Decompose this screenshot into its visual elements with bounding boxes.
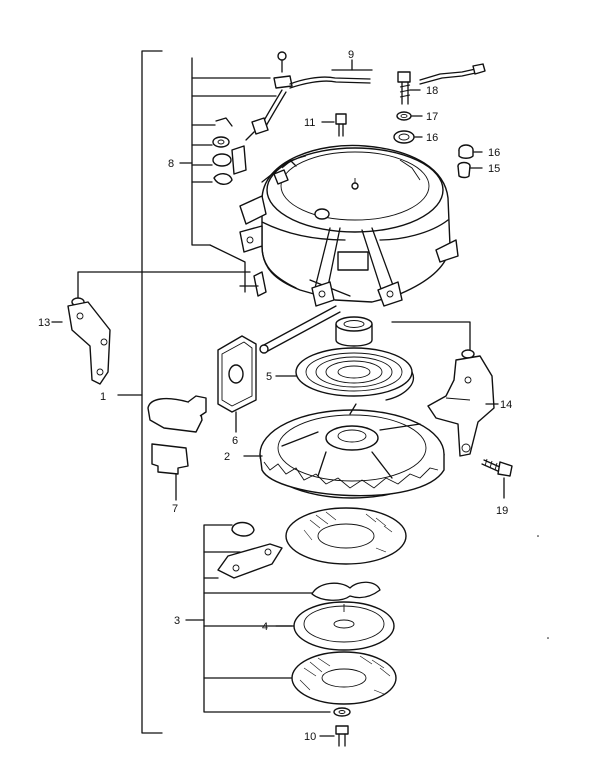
callout-7: 7	[172, 503, 178, 515]
callout-1: 1	[100, 391, 106, 403]
scan-speck	[537, 535, 539, 537]
callout-10: 10	[304, 731, 316, 743]
callout-16-left: 16	[426, 132, 438, 144]
callout-3: 3	[174, 615, 180, 627]
callout-2: 2	[224, 451, 230, 463]
starter-handle-7	[147, 395, 207, 501]
callout-labels: 1 2 3 4 5 6 7 8 9 10 11 13 14 15 16 16 1…	[38, 49, 512, 743]
cable-clip	[273, 75, 293, 89]
scan-speck	[547, 637, 549, 639]
callout-18: 18	[426, 85, 438, 97]
callout-16-right: 16	[488, 147, 500, 159]
clamp-parts-8	[212, 117, 247, 185]
callout-13: 13	[38, 317, 50, 329]
pawl-piece	[231, 521, 255, 537]
starter-cable-9	[245, 59, 486, 141]
leader-14	[391, 321, 471, 353]
bolt-19	[481, 458, 513, 499]
rope-reel-2	[243, 403, 445, 499]
assembly-bracket-1	[117, 50, 163, 734]
assembly-bracket-3	[185, 524, 331, 713]
top-screw	[277, 51, 287, 73]
collar-15	[457, 161, 483, 179]
disc-4	[275, 601, 395, 651]
callout-11: 11	[304, 117, 315, 129]
bracket-14	[427, 349, 499, 457]
callout-5: 5	[266, 371, 272, 383]
handle-plate-6	[217, 335, 257, 433]
bracket-13	[67, 297, 111, 385]
callout-9: 9	[348, 49, 354, 61]
callout-6: 6	[232, 435, 238, 447]
screw-10	[319, 725, 349, 747]
callout-8: 8	[168, 158, 174, 170]
bolt-18	[397, 71, 421, 105]
shaft-rod	[259, 305, 341, 354]
friction-plate	[217, 543, 283, 579]
upper-washer-disc	[285, 507, 407, 565]
bolt-11	[321, 113, 347, 137]
washer-10	[333, 707, 351, 717]
lower-washer-disc	[291, 651, 397, 705]
spring-clip	[311, 581, 381, 601]
leader-13	[77, 271, 251, 303]
grommet-16-right	[458, 144, 483, 159]
callout-15: 15	[488, 163, 500, 175]
reel-bushing	[335, 316, 373, 347]
starter-housing	[239, 144, 459, 307]
callout-14: 14	[500, 399, 512, 411]
assembly-bracket-8	[179, 57, 277, 293]
callout-4: 4	[262, 621, 268, 633]
callout-17: 17	[426, 111, 438, 123]
washer-17	[396, 111, 423, 121]
callout-19: 19	[496, 505, 508, 517]
grommet-16-left	[393, 130, 423, 144]
spiral-spring-5	[275, 347, 414, 401]
housing-screws	[239, 169, 289, 297]
